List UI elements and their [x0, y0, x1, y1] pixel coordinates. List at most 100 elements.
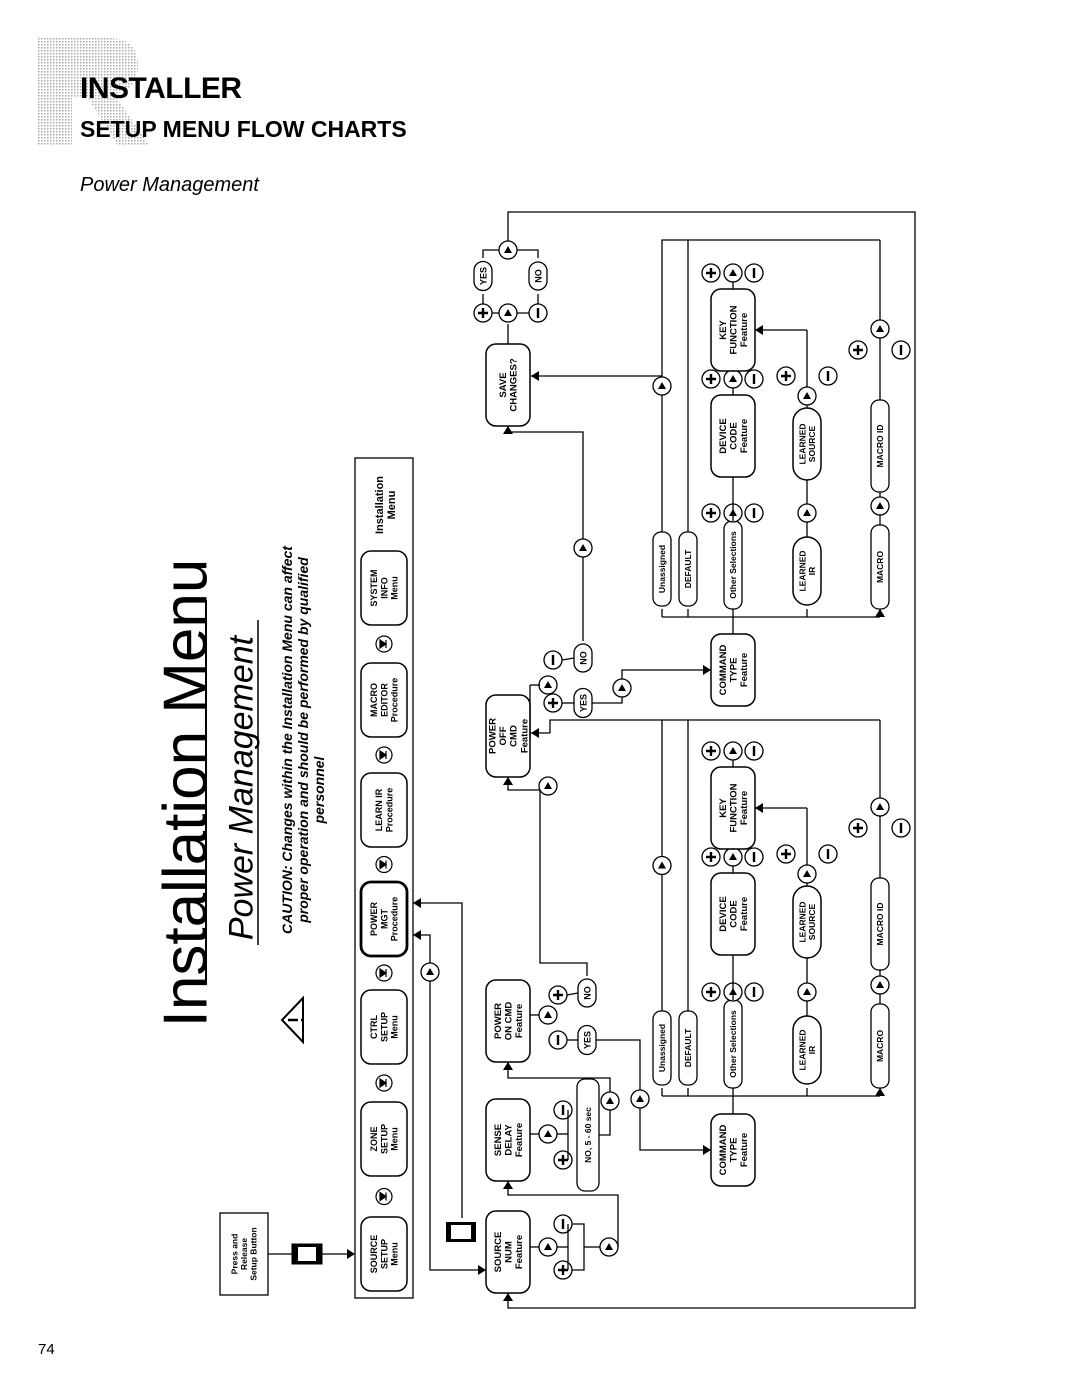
page-subtitle: SETUP MENU FLOW CHARTS [80, 116, 407, 142]
menu-item-source-text-line: Menu [389, 1242, 399, 1266]
on-other-selections-box-text-line: Other Selections [728, 1010, 738, 1078]
off-key-function-node-text-line: KEY [718, 320, 729, 340]
save-plus-button-plus-icon [478, 308, 488, 318]
arrowhead [413, 898, 421, 908]
menu-item-zone-text-line: Menu [389, 1127, 399, 1151]
source-num-node-text-line: NUM [503, 1241, 514, 1263]
menu-item-macro-text-line: EDITOR [379, 683, 389, 717]
arrowhead [413, 930, 421, 940]
power-off-no-pill-text: NO [578, 651, 588, 665]
on-command-type-node-text-line: Feature [739, 1133, 750, 1167]
menu-item-zone-text-line: SETUP [379, 1124, 389, 1154]
arrowhead [503, 1181, 513, 1189]
menu-item-ctrl [360, 989, 408, 1065]
source-up-button-up-icon [544, 1243, 552, 1250]
on-other-selections-box-text: Other Selections [728, 1010, 738, 1078]
off-learned-ir-node-text-line: IR [807, 567, 817, 576]
off-device-code-node-text-line: Feature [739, 419, 750, 453]
arrowhead [755, 325, 763, 335]
on-learned-source-node-text-line: SOURCE [807, 903, 817, 940]
menu-item-power-text-line: POWER [369, 902, 379, 937]
off-unassigned-box-text-line: Unassigned [657, 545, 667, 593]
menu-item-source-text-line: SETUP [379, 1239, 389, 1269]
power-on-yes-next-button-up-icon [636, 1095, 644, 1102]
connector-line [507, 777, 588, 976]
on-device-code-node-text-line: Feature [739, 897, 750, 931]
menu-item-learn-ir-text-line: Procedure [384, 788, 394, 833]
caution-line-2-line: proper operation and should be performed… [295, 557, 311, 924]
on-unassigned-box-text: Unassigned [657, 1024, 667, 1072]
on-learned-ir-node-text-line: LEARNED [797, 1029, 807, 1070]
menu-item-ctrl-text-line: SETUP [379, 1012, 389, 1042]
menu-next-button-6-next-icon [379, 638, 388, 650]
off-device-plus-button-plus-icon [706, 374, 716, 384]
on-device-plus-button-plus-icon [706, 852, 716, 862]
on-learned-src-plus-button-plus-icon [781, 849, 791, 859]
on-macro-box-text-line: MACRO [875, 1030, 885, 1062]
power-mgt-to-source-line [413, 934, 486, 1271]
arrowhead [503, 777, 513, 785]
menu-item-macro-text-line: MACRO [369, 683, 379, 717]
arrowhead [755, 803, 763, 813]
connector-line [566, 992, 579, 996]
power-off-yes-pill-text: YES [578, 694, 588, 712]
off-learned-source-node-text-line: SOURCE [807, 425, 817, 462]
off-macro-id-box-text: MACRO ID [875, 425, 885, 468]
menu-item-system [360, 550, 408, 626]
on-macro-id-box-text: MACRO ID [875, 903, 885, 946]
source-plus-button-plus-icon [558, 1265, 568, 1275]
off-key-plus-button-plus-icon [706, 268, 716, 278]
power-on-cmd-node-text-line: Feature [514, 1004, 525, 1038]
press-release-box [219, 1212, 269, 1296]
save-no-pill-text: NO [533, 269, 543, 283]
power-on-no-pill-text-line: NO [582, 986, 592, 1000]
on-command-type-node-text-line: COMMAND [718, 1125, 729, 1176]
off-other-selections-box-text-line: Other Selections [728, 531, 738, 599]
off-command-type-node-text-line: TYPE [728, 658, 739, 683]
menu-next-button-3-next-icon [379, 967, 388, 979]
off-device-code-node-text-line: DEVICE [718, 418, 729, 453]
menu-next-button-1-next-icon [379, 1191, 388, 1202]
off-learned-src-up-button-up-icon [803, 392, 811, 399]
on-device-code-node-text-line: CODE [728, 900, 739, 927]
save-no-pill-text-line: NO [533, 269, 543, 283]
save-yes-pill-text: YES [478, 267, 488, 285]
on-key-up-button-up-icon [729, 747, 737, 754]
sense-delay-node-text-line: DELAY [503, 1124, 514, 1156]
off-command-type-node-text-line: COMMAND [718, 645, 729, 696]
arrowhead [503, 1293, 513, 1301]
on-device-code-node-text-line: DEVICE [718, 896, 729, 931]
save-exit-button-up-icon [504, 246, 512, 253]
power-on-cmd-node-text-line: ON CMD [503, 1002, 514, 1041]
power-off-cmd-node-text-line: CMD [509, 725, 520, 747]
save-up-button-up-icon [504, 309, 512, 316]
menu-item-ctrl-text-line: Menu [389, 1015, 399, 1039]
menu-item-system-text-line: Menu [389, 576, 399, 600]
menu-item-power [359, 880, 409, 958]
power-off-yes-pill-text-line: YES [578, 694, 588, 712]
off-other-selections-box-text: Other Selections [728, 531, 738, 599]
caution-line-1: CAUTION: Changes within the Installation… [279, 545, 295, 934]
off-learned-up-button-up-icon [803, 509, 811, 516]
arrowhead [478, 1265, 486, 1275]
save-yes-pill [473, 260, 493, 292]
off-macro-id-box-text-line: MACRO ID [875, 425, 885, 468]
off-default-box-text: DEFAULT [683, 549, 693, 588]
on-command-type-node-text-line: TYPE [728, 1138, 739, 1163]
menu-item-zone-text-line: ZONE [369, 1126, 379, 1151]
off-macro-id-plus-button-plus-icon [853, 345, 863, 355]
